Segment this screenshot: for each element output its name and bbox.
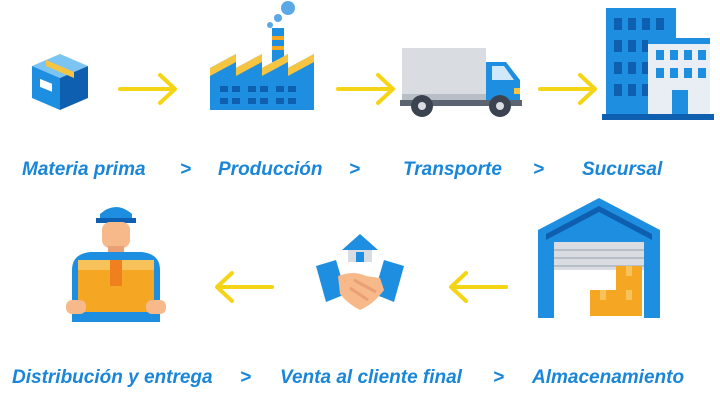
step-separator: > — [240, 367, 252, 388]
flow-arrow-right-3 — [538, 73, 597, 105]
flow-arrow-left-2 — [449, 271, 508, 303]
step-label-almacenamiento: Almacenamiento — [532, 367, 685, 388]
step-label-distribucion-entrega: Distribución y entrega — [12, 367, 213, 388]
step-separator: > — [493, 367, 505, 388]
step-separator: > — [180, 159, 192, 180]
factory-icon — [210, 1, 314, 110]
flow-arrow-left-1 — [215, 271, 274, 303]
truck-icon — [400, 48, 522, 117]
delivery-person-icon — [66, 207, 166, 322]
step-separator: > — [533, 159, 545, 180]
step-label-transporte: Transporte — [403, 159, 502, 180]
building-icon — [602, 8, 714, 120]
step-label-materia-prima: Materia prima — [22, 159, 146, 180]
step-label-sucursal: Sucursal — [582, 159, 663, 180]
flow-arrow-right-1 — [118, 73, 177, 105]
step-separator: > — [349, 159, 361, 180]
handshake-icon — [316, 234, 404, 310]
step-label-venta-cliente-final: Venta al cliente final — [280, 367, 462, 388]
step-label-produccion: Producción — [218, 159, 323, 180]
warehouse-icon — [538, 198, 660, 318]
flow-arrow-right-2 — [336, 73, 395, 105]
box-icon — [32, 54, 88, 110]
